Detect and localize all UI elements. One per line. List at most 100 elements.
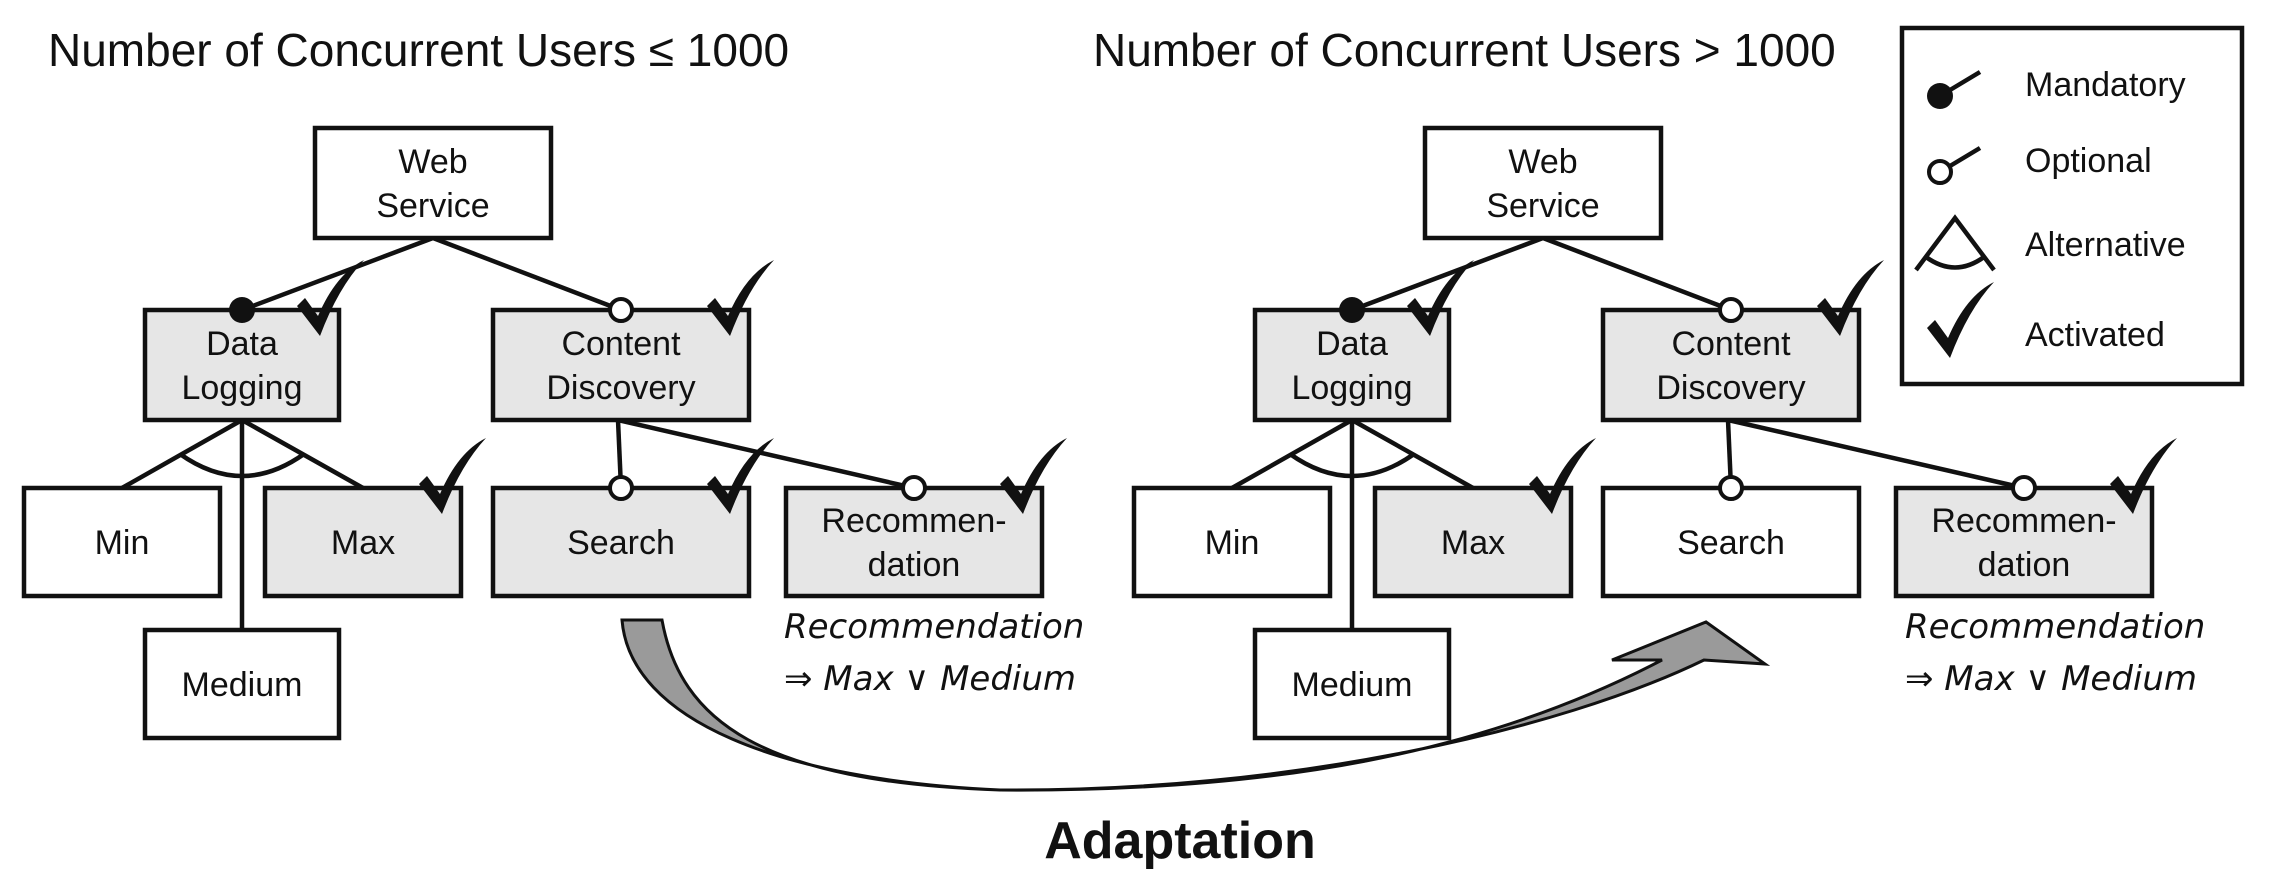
- right-feature-label-data: Data: [1316, 325, 1388, 363]
- right-feature-box-max: [1372, 485, 1574, 599]
- activated-check-icon: [2110, 438, 2177, 514]
- left-feature-label-max: Max: [331, 524, 395, 562]
- right-feature-label-min: Min: [1205, 524, 1260, 562]
- left-feature-box-rec: [783, 485, 1045, 599]
- adaptation-label: Adaptation: [1044, 812, 1316, 870]
- legend-label-activated: Activated: [2025, 316, 2165, 354]
- right-feature-label-max: Max: [1441, 524, 1505, 562]
- left-feature-min: Min: [21, 485, 223, 599]
- left-edge: [241, 235, 434, 313]
- left-feature-box-medium: [142, 627, 342, 741]
- left-constraint-line-2: ⇒ Max ∨ Medium: [784, 659, 1076, 699]
- optional-icon: [608, 297, 634, 323]
- activated-check-icon: [1000, 438, 1067, 514]
- left-feature-label-content: Discovery: [546, 369, 695, 407]
- right-feature-box-data: [1252, 307, 1452, 423]
- left-feature-label-web: Service: [376, 187, 489, 225]
- right-feature-label-medium: Medium: [1292, 666, 1413, 704]
- left-feature-label-medium: Medium: [182, 666, 303, 704]
- legend-label-optional: Optional: [2025, 142, 2152, 180]
- left-feature-max: Max: [262, 485, 464, 599]
- left-edge: [617, 417, 915, 491]
- optional-icon: [608, 475, 634, 501]
- right-alternative-arc: [1288, 452, 1416, 479]
- left-constraint-line-1: Recommendation: [784, 607, 1084, 647]
- left-feature-label-web: Web: [398, 143, 467, 181]
- right-feature-label-rec: Recommen-: [1931, 502, 2116, 540]
- left-feature-box-max: [262, 485, 464, 599]
- right-feature-box-content: [1600, 307, 1862, 423]
- activated-check-icon: [707, 438, 774, 514]
- activated-check-icon: [1529, 438, 1596, 514]
- alternative-icon: [1914, 214, 1996, 272]
- legend-label-mandatory: Mandatory: [2025, 66, 2186, 104]
- right-feature-label-search: Search: [1677, 524, 1785, 562]
- right-feature-box-search: [1600, 485, 1862, 599]
- mandatory-icon: [229, 297, 255, 323]
- left-feature-box-web: [312, 125, 554, 241]
- left-feature-label-rec: Recommen-: [821, 502, 1006, 540]
- activated-check-icon: [419, 438, 486, 514]
- left-feature-label-min: Min: [95, 524, 150, 562]
- activated-check-icon: [1407, 260, 1474, 336]
- left-feature-label-data: Logging: [181, 369, 302, 407]
- left-feature-label-data: Data: [206, 325, 278, 363]
- right-feature-label-data: Logging: [1291, 369, 1412, 407]
- left-feature-rec: Recommen-dation: [783, 485, 1045, 599]
- right-edge: [1351, 235, 1544, 313]
- left-alternative-arc: [178, 452, 306, 479]
- adaptation-arrow: [620, 618, 1771, 792]
- activated-check-icon: [1817, 260, 1884, 336]
- mandatory-icon: [1339, 297, 1365, 323]
- left-feature-box-search: [490, 485, 752, 599]
- right-feature-medium: Medium: [1252, 627, 1452, 741]
- right-feature-label-content: Content: [1671, 325, 1791, 363]
- right-feature-max: Max: [1372, 485, 1574, 599]
- right-feature-box-rec: [1893, 485, 2155, 599]
- optional-icon: [1718, 297, 1744, 323]
- activated-check-icon: [1927, 282, 1994, 358]
- right-constraint-line-2: ⇒ Max ∨ Medium: [1905, 659, 2197, 699]
- right-feature-box-min: [1131, 485, 1333, 599]
- left-feature-box-min: [21, 485, 223, 599]
- activated-check-icon: [707, 260, 774, 336]
- right-feature-search: Search: [1600, 485, 1862, 599]
- optional-icon: [1718, 475, 1744, 501]
- left-feature-search: Search: [490, 485, 752, 599]
- left-feature-medium: Medium: [142, 627, 342, 741]
- right-constraint-line-1: Recommendation: [1905, 607, 2205, 647]
- right-feature-rec: Recommen-dation: [1893, 485, 2155, 599]
- right-feature-box-medium: [1252, 627, 1452, 741]
- legend: Mandatory Optional Alternative Activated: [1899, 25, 2245, 387]
- right-feature-label-content: Discovery: [1656, 369, 1805, 407]
- left-feature-label-rec: dation: [868, 546, 961, 584]
- right-edge: [1727, 417, 2025, 491]
- right-feature-min: Min: [1131, 485, 1333, 599]
- mandatory-icon: [1927, 70, 1982, 109]
- optional-icon: [2011, 475, 2037, 501]
- right-feature-label-web: Service: [1486, 187, 1599, 225]
- right-title: Number of Concurrent Users > 1000: [1093, 24, 1836, 76]
- right-feature-label-web: Web: [1508, 143, 1577, 181]
- left-edge: [432, 235, 622, 313]
- legend-label-alternative: Alternative: [2025, 226, 2186, 264]
- right-feature-label-rec: dation: [1978, 546, 2071, 584]
- right-edge: [1542, 235, 1732, 313]
- activated-check-icon: [297, 260, 364, 336]
- right-feature-box-web: [1422, 125, 1664, 241]
- left-feature-label-search: Search: [567, 524, 675, 562]
- optional-icon: [1927, 146, 1982, 185]
- optional-icon: [901, 475, 927, 501]
- left-feature-label-content: Content: [561, 325, 681, 363]
- left-title: Number of Concurrent Users ≤ 1000: [48, 24, 789, 76]
